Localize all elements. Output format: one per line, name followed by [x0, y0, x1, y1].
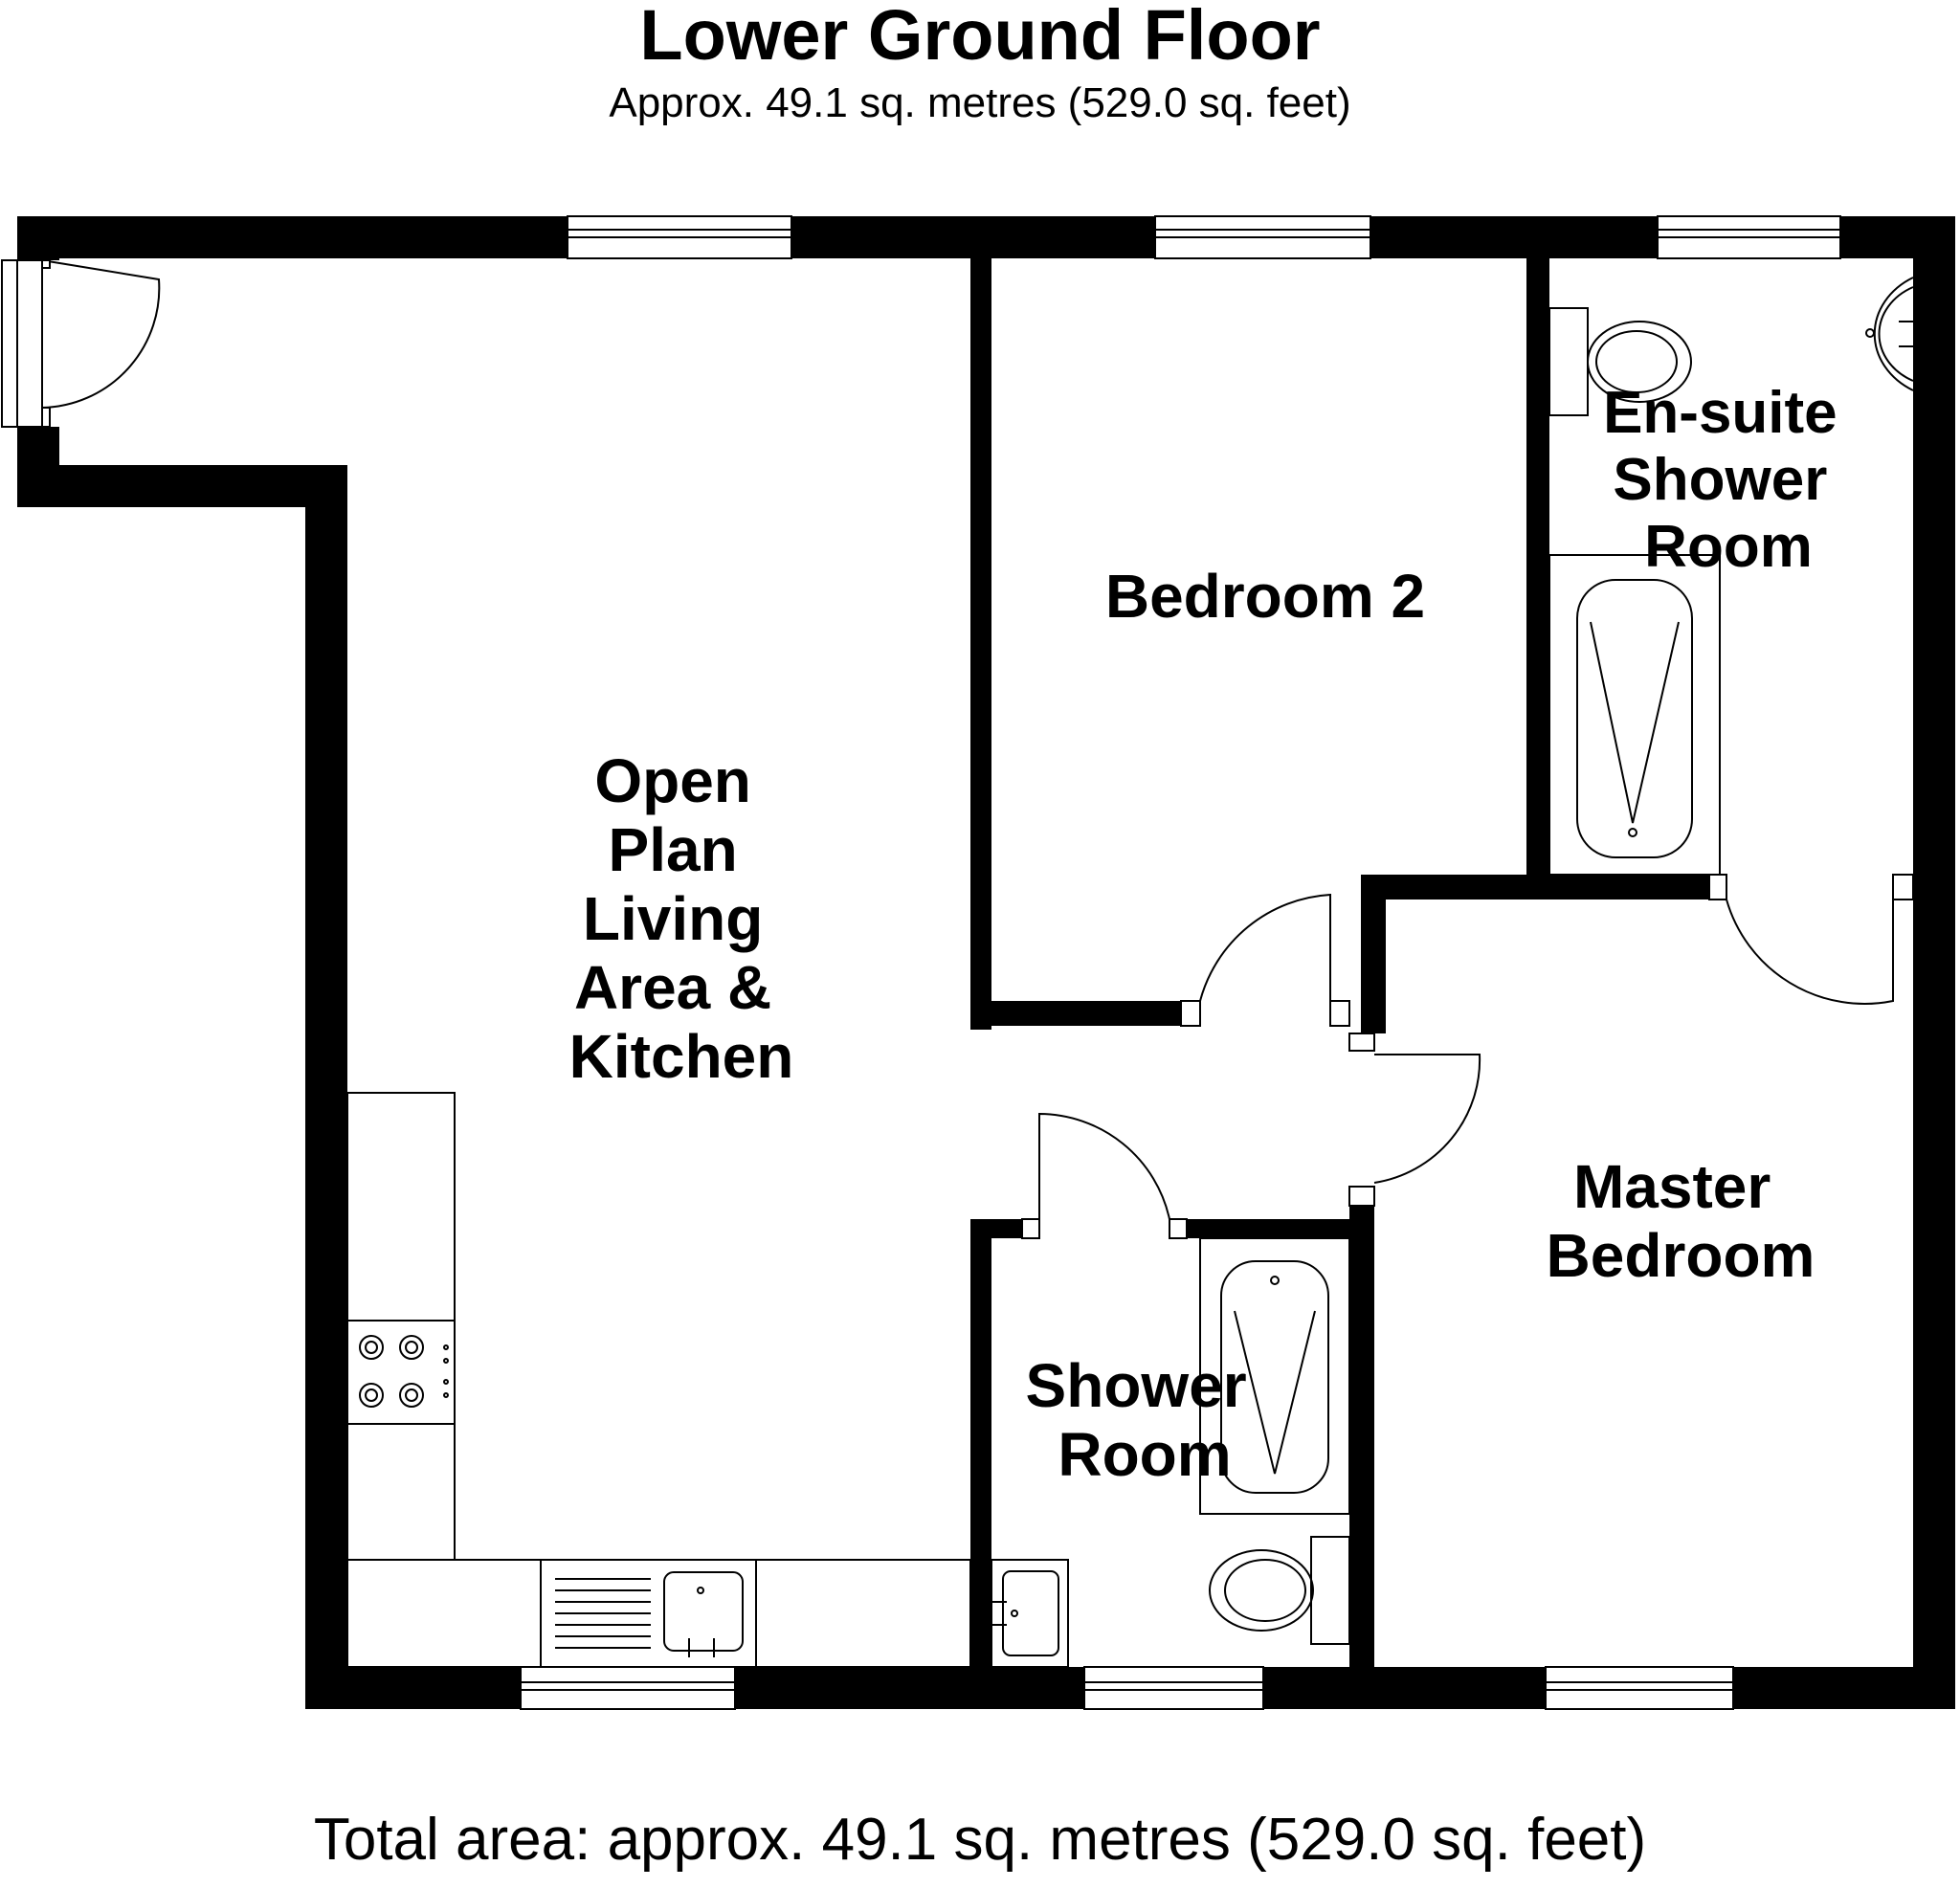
window-bottom-master	[1545, 1666, 1734, 1710]
label-ensuite-shower-room: En-suite Shower Room	[1603, 380, 1854, 580]
label-bedroom-2: Bedroom 2	[1105, 562, 1425, 631]
sink-icon	[555, 1571, 744, 1657]
window-bottom-shower	[1083, 1666, 1264, 1710]
basin-icon	[1865, 277, 1914, 391]
window-top-ensuite	[1657, 215, 1841, 259]
window-top-living	[567, 215, 792, 259]
doors	[1, 259, 1914, 1239]
basin-icon	[991, 1559, 1069, 1668]
label-shower-room: Shower Room	[1026, 1351, 1264, 1489]
entrance-door	[1, 259, 161, 428]
hob-icon	[359, 1335, 449, 1408]
windows	[520, 215, 1841, 1710]
shower-room-door	[1021, 1112, 1188, 1239]
floor-title: Lower Ground Floor	[639, 0, 1321, 75]
room-labels: Open Plan Living Area & Kitchen Bedroom …	[569, 380, 1854, 1489]
ensuite-door	[1708, 874, 1914, 1005]
bath-icon	[1199, 1237, 1350, 1515]
toilet-icon	[1209, 1536, 1350, 1645]
shower-room-fittings	[991, 1237, 1350, 1668]
kitchen-units	[346, 1092, 971, 1668]
total-area-footer: Total area: approx. 49.1 sq. metres (529…	[313, 1807, 1647, 1873]
master-bedroom-door	[1348, 1033, 1481, 1207]
toilet-icon	[1548, 307, 1692, 416]
label-open-plan-living: Open Plan Living Area & Kitchen	[569, 746, 794, 1091]
window-top-bedroom2	[1154, 215, 1371, 259]
floor-area-subtitle: Approx. 49.1 sq. metres (529.0 sq. feet)	[609, 79, 1351, 126]
bath-icon	[1548, 554, 1721, 876]
ensuite-fittings	[1548, 277, 1914, 876]
window-bottom-living	[520, 1666, 736, 1710]
walls	[17, 216, 1955, 1709]
bedroom2-door	[1180, 893, 1350, 1027]
label-master-bedroom: Master Bedroom	[1547, 1152, 1815, 1290]
